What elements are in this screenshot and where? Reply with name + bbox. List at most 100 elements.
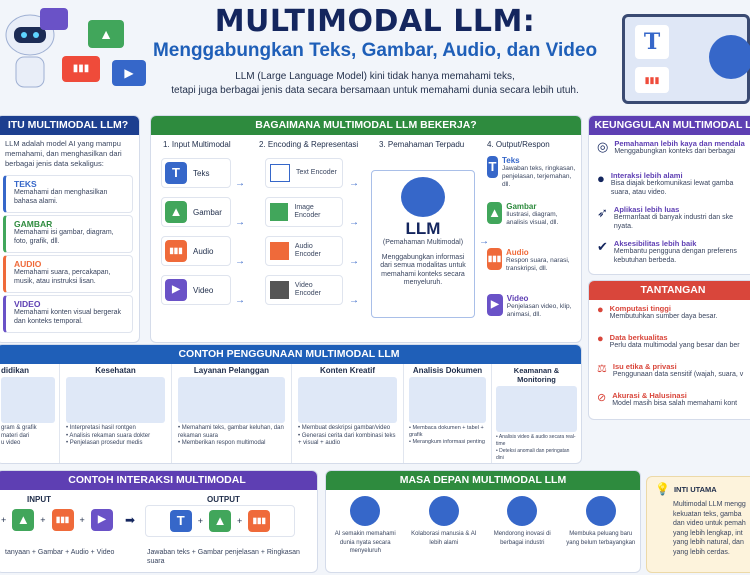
llm-core: LLM (Pemahaman Multimodal) Menggabungkan… — [371, 170, 475, 318]
future-item: AI semakin memahami dunia nyata secara m… — [329, 496, 401, 556]
challenges-heading: TANTANGAN — [589, 281, 750, 300]
people-icon — [585, 496, 616, 526]
llm-title: LLM — [405, 219, 441, 238]
future-item: Mendorong inovasi di berbagai industri — [486, 496, 558, 556]
video-icon: ▶ — [487, 294, 503, 316]
use-case-health: Kesehatan• Interpretasi hasil rontgen• A… — [59, 364, 171, 463]
input-audio: ▮▮▮Audio — [161, 236, 231, 266]
step-4-label: 4. Output/Respon — [487, 140, 550, 149]
input-image: ▲Gambar — [161, 197, 231, 227]
text-icon: T — [169, 510, 192, 532]
scale-icon: ⚖ — [597, 363, 607, 375]
laptop-illustration — [1, 377, 55, 423]
image-icon: ▲ — [209, 510, 231, 532]
lightbulb-icon: 💡 — [655, 482, 670, 496]
brain-icon — [709, 35, 750, 79]
step-3-label: 3. Pemahaman Terpadu — [379, 140, 465, 149]
mode-card-audio: AUDIO Memahami suara, percakapan, musik,… — [3, 255, 133, 293]
video-icon: ▶ — [112, 60, 146, 86]
use-case-security: Keamanan & Monitoring• Analisis video & … — [491, 364, 581, 463]
what-is-panel: ITU MULTIMODAL LLM? LLM adalah model AI … — [0, 115, 140, 343]
brain-icon — [350, 496, 381, 526]
step-2-label: 2. Encoding & Representasi — [259, 140, 359, 149]
mode-card-image: GAMBAR Memahami isi gambar, diagram, fot… — [3, 215, 133, 253]
future-panel: MASA DEPAN MULTIMODAL LLM AI semakin mem… — [325, 470, 641, 573]
text-icon: T — [165, 162, 187, 184]
advantages-heading: KEUNGGULAN MULTIMODAL L — [589, 116, 750, 135]
target-icon: ◎ — [597, 139, 609, 154]
llm-desc: Menggabungkan informasi dari semua modal… — [380, 253, 466, 287]
how-heading: BAGAIMANA MULTIMODAL LLM BEKERJA? — [151, 116, 581, 135]
what-is-heading: ITU MULTIMODAL LLM? — [0, 116, 139, 135]
how-it-works-panel: BAGAIMANA MULTIMODAL LLM BEKERJA? 1. Inp… — [150, 115, 582, 343]
audio-icon: ▮▮▮ — [635, 67, 669, 93]
use-cases-heading: CONTOH PENGGUNAAN MULTIMODAL LLM — [0, 345, 581, 364]
text-encoder: Text Encoder — [265, 158, 343, 188]
users-icon: ● — [597, 171, 605, 186]
future-item: Kolaborasi manusia & AI lebih alami — [408, 496, 480, 556]
audio-icon: ▮▮▮ — [51, 509, 74, 531]
flow-arrow-3: → — [479, 236, 489, 247]
video-icon: ▶ — [90, 509, 113, 531]
what-is-desc: LLM adalah model AI yang mampu memahami,… — [5, 139, 122, 168]
video-encoder: Video Encoder — [265, 275, 343, 305]
image-icon: ▲ — [12, 509, 35, 531]
check-icon: ✔ — [597, 239, 608, 254]
input-caption: tanyaan + Gambar + Audio + Video — [5, 549, 115, 556]
summary-text: Multimodal LLM mengg kekuatan teks, gamb… — [673, 501, 746, 556]
lock-icon: ● — [597, 304, 604, 316]
use-case-customer-service: Layanan Pelanggan• Memahami teks, gambar… — [171, 364, 291, 463]
intro-text: LLM (Large Language Model) kini tidak ha… — [171, 71, 579, 96]
xray-illustration — [66, 377, 165, 423]
audio-icon: ▮▮▮ — [487, 248, 503, 270]
editor-illustration — [298, 377, 397, 423]
video-icon: ▶ — [165, 279, 187, 301]
chat-icon — [40, 8, 68, 30]
mode-card-text: TEKS Memahami dan menghasilkan bahasa al… — [3, 175, 133, 213]
use-case-documents: Analisis Dokumen• Membaca dokumen + tabe… — [403, 364, 491, 463]
monitor-illustration: T ▮▮▮ — [622, 14, 750, 104]
document-illustration — [409, 377, 486, 423]
page-title: MULTIMODAL LLM: — [214, 4, 536, 39]
output-label: OUTPUT — [207, 495, 240, 504]
globe-icon — [507, 496, 538, 526]
image-icon: ▲ — [487, 202, 503, 224]
summary-panel: 💡INTI UTAMA Multimodal LLM mengg kekuata… — [646, 476, 750, 573]
llm-subtitle: (Pemahaman Multimodal) — [382, 239, 464, 246]
flow-arrows-1: →→→→ — [235, 178, 245, 306]
image-icon: ▲ — [88, 20, 124, 48]
audio-icon: ▮▮▮ — [165, 240, 187, 262]
agent-illustration — [178, 377, 285, 423]
mode-card-video: VIDEO Memahami konten visual bergerak da… — [3, 295, 133, 333]
camera-illustration — [496, 386, 577, 432]
future-heading: MASA DEPAN MULTIMODAL LLM — [326, 471, 640, 490]
interaction-panel: CONTOH INTERAKSI MULTIMODAL INPUT OUTPUT… — [0, 470, 318, 573]
use-case-creative: Konten Kreatif• Membuat deskripsi gambar… — [291, 364, 403, 463]
text-icon: T — [487, 156, 498, 178]
summary-heading: INTI UTAMA — [673, 484, 717, 494]
interaction-heading: CONTOH INTERAKSI MULTIMODAL — [0, 471, 317, 490]
encoder-column: Text Encoder Image Encoder Audio Encoder… — [265, 158, 343, 305]
warning-icon: ⊘ — [597, 392, 607, 404]
image-encoder: Image Encoder — [265, 197, 343, 227]
input-video: ▶Video — [161, 275, 231, 305]
advantages-panel: KEUNGGULAN MULTIMODAL L ◎Pemahaman lebih… — [588, 115, 750, 275]
handshake-icon — [428, 496, 459, 526]
audio-icon: ▮▮▮ — [62, 56, 100, 82]
future-item: Membuka peluang baru yang belum terbayan… — [565, 496, 637, 556]
